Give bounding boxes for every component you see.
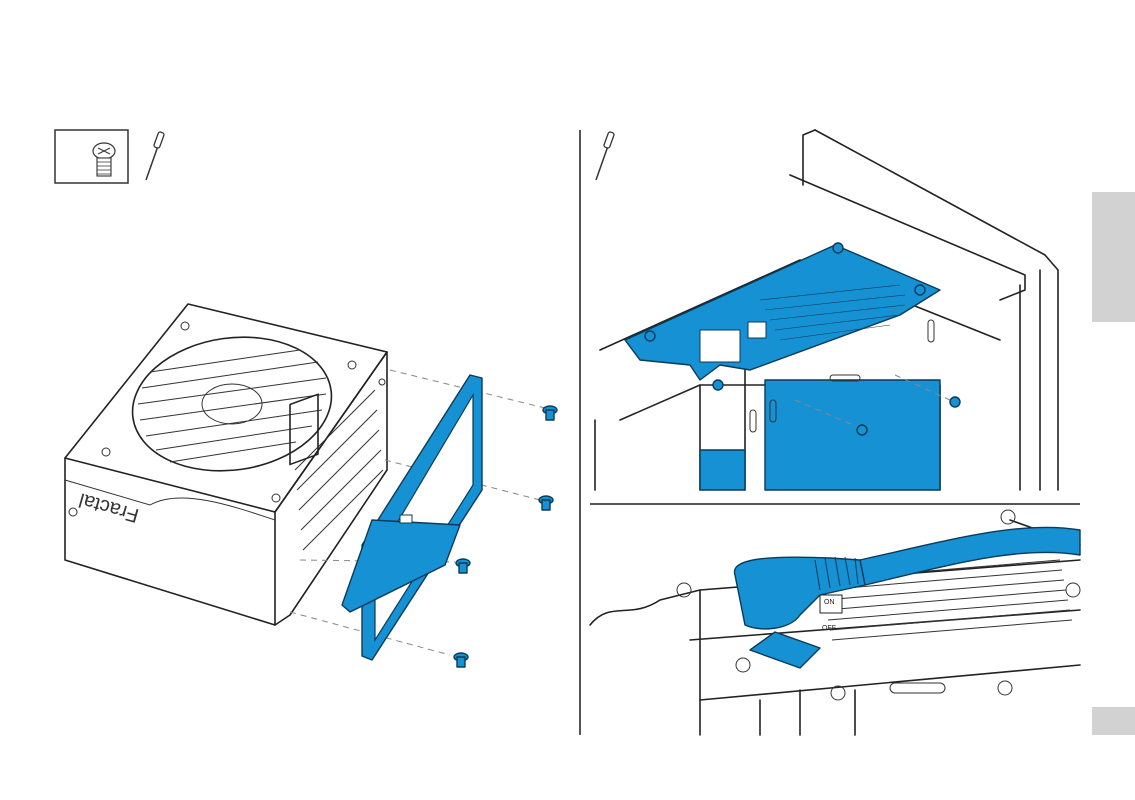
screwdriver-icon (146, 131, 165, 180)
screw-icon (55, 130, 128, 183)
right-top-panel (582, 125, 1082, 495)
psu-unit: Fractal (65, 304, 387, 625)
screwdriver-icon (596, 131, 615, 180)
case-install-illustration (582, 125, 1082, 495)
section-tab-bottom (1092, 707, 1135, 735)
power-cable-illustration: ON OFF (582, 505, 1082, 737)
section-tab-top (1092, 192, 1135, 322)
right-bottom-panel: ON OFF (582, 505, 1082, 737)
vertical-divider (579, 130, 581, 735)
left-panel: Fractal (0, 120, 578, 740)
switch-on-label: ON (824, 599, 835, 606)
psu-bracket-illustration: Fractal (0, 120, 578, 740)
switch-off-label: OFF (822, 625, 836, 632)
brand-text: Fractal (77, 488, 142, 526)
psu-bracket (342, 375, 482, 660)
